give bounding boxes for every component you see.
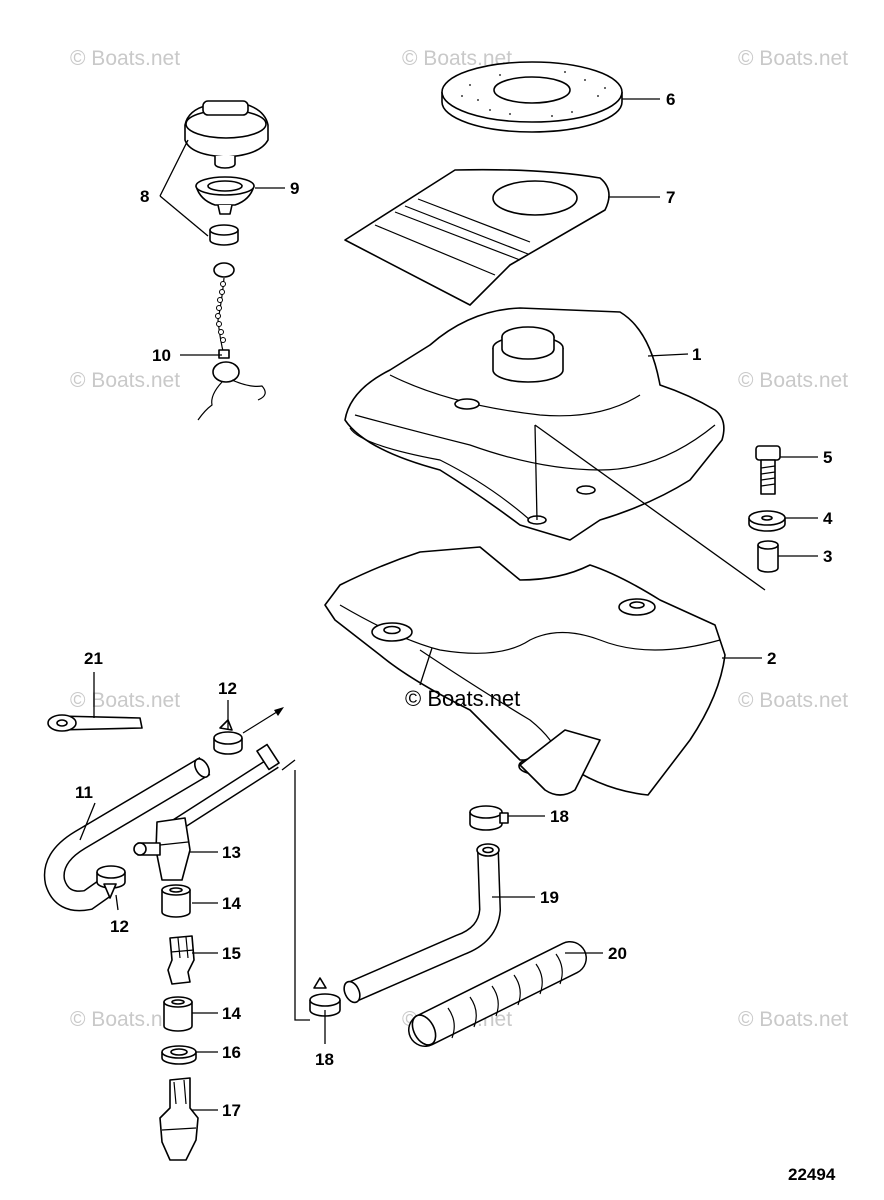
watermark-text: © Boats.net (738, 689, 848, 712)
callout-label-16: 16 (222, 1043, 241, 1062)
watermark-text: © Boats.net (402, 47, 512, 70)
callout-labels: 6 7 1 5 4 3 2 8 9 10 11 12 12 13 14 15 1… (75, 90, 833, 1120)
part-8-cap-clip (209, 224, 239, 246)
callout-label-19: 19 (540, 888, 559, 907)
callout-label-21: 21 (84, 649, 103, 668)
callout-label-11: 11 (75, 783, 93, 802)
part-9-cap-seal (195, 176, 255, 215)
part-7-pad (344, 168, 610, 306)
part-18-clamp (469, 805, 509, 831)
part-8-fuel-cap (184, 100, 269, 169)
callout-1-label-6: 6 (666, 90, 675, 109)
callout-label-14b: 14 (222, 1004, 241, 1023)
callout-label-4: 4 (823, 509, 833, 528)
part-18-clamp-lower (309, 977, 341, 1017)
callout-label-9: 9 (290, 179, 299, 198)
part-15-fitting (167, 935, 195, 985)
callout-label-18b: 18 (315, 1050, 334, 1069)
callout-label-14: 14 (222, 894, 241, 913)
watermark-text: © Boats.net (70, 689, 180, 712)
callout-label-17: 17 (222, 1101, 241, 1120)
diagram-id: 22494 (788, 1165, 836, 1184)
part-14-sleeve-lower (163, 996, 193, 1032)
part-5-bolt (755, 445, 781, 495)
callout-label-3: 3 (823, 547, 832, 566)
callout-label-7: 7 (666, 188, 675, 207)
watermark-text: © Boats.net (70, 1008, 180, 1031)
watermark-text: © Boats.net (738, 369, 848, 392)
center-watermark: © Boats.net (405, 686, 520, 711)
part-6-foam-ring (441, 61, 623, 133)
part-2-tank-bracket (324, 546, 726, 796)
watermark-text: © Boats.net (70, 369, 180, 392)
part-14-sleeve (161, 884, 191, 918)
callout-label-18: 18 (550, 807, 569, 826)
part-12-clamp-lower (96, 865, 126, 899)
watermark-text: © Boats.net (738, 47, 848, 70)
part-4-washer (748, 510, 786, 532)
part-1-fuel-tank-top (344, 307, 725, 541)
part-19-hose (343, 843, 502, 1004)
part-16-o-ring (161, 1045, 197, 1065)
callout-label-15: 15 (222, 944, 241, 963)
watermark-text: © Boats.net (738, 1008, 848, 1031)
callout-label-10: 10 (152, 346, 171, 365)
part-12-clamp (213, 719, 243, 755)
callout-label-12: 12 (218, 679, 237, 698)
watermark-layer: © Boats.net © Boats.net © Boats.net © Bo… (70, 47, 848, 1031)
callout-label-13: 13 (222, 843, 241, 862)
watermark-text: © Boats.net (70, 47, 180, 70)
callout-label-20: 20 (608, 944, 627, 963)
callout-label-8: 8 (140, 187, 149, 206)
callout-label-12b: 12 (110, 917, 129, 936)
flow-arrow (242, 707, 284, 734)
part-20-hose-sleeve (408, 941, 587, 1047)
callout-label-1: 1 (692, 345, 701, 364)
part-21-strap (47, 714, 143, 732)
part-3-spacer (757, 540, 779, 573)
callout-label-2: 2 (767, 649, 776, 668)
part-13-fuel-connector (133, 743, 280, 881)
leader-lines (79, 98, 818, 1111)
callout-label-5: 5 (823, 448, 832, 467)
part-17-connector (159, 1077, 199, 1161)
part-11-hose (43, 756, 211, 912)
part-10-tether-chain (197, 262, 266, 421)
